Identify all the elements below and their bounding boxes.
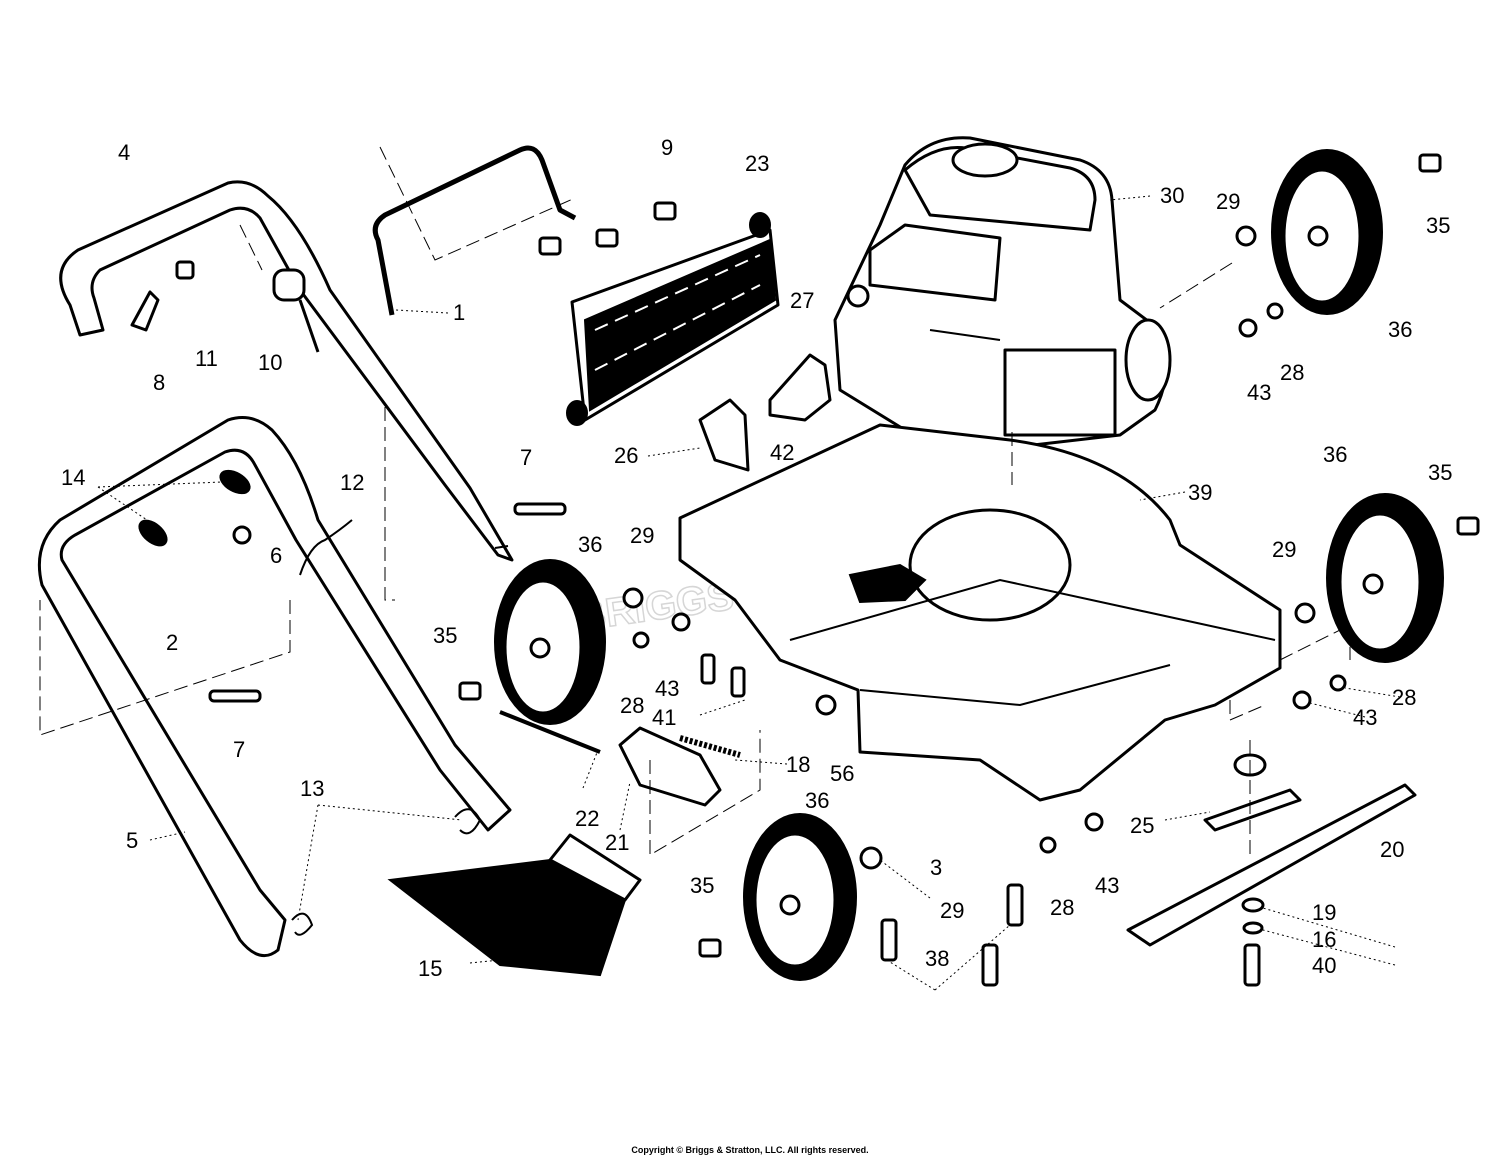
copyright-notice: Copyright © Briggs & Stratton, LLC. All … — [631, 1145, 869, 1155]
blade-adapter — [1203, 788, 1302, 832]
assembly-guides — [39, 146, 1351, 860]
wheel-front-left — [494, 559, 606, 725]
mower-blade — [1126, 783, 1417, 947]
callout-35-mid: 35 — [433, 623, 457, 648]
callout-21: 21 — [605, 830, 629, 855]
callout-9: 9 — [661, 135, 673, 160]
callout-56: 56 — [830, 761, 854, 786]
cable-clip — [272, 268, 306, 302]
callout-6: 6 — [270, 543, 282, 568]
bracket-26 — [698, 398, 750, 472]
callout-28-right: 28 — [1392, 685, 1416, 710]
callout-42: 42 — [770, 440, 794, 465]
callout-40: 40 — [1312, 953, 1336, 978]
callout-16: 16 — [1312, 927, 1336, 952]
wheel-front-right — [743, 813, 857, 981]
callout-27: 27 — [790, 288, 814, 313]
bracket-part — [130, 290, 160, 332]
callout-20: 20 — [1380, 837, 1404, 862]
callout-18: 18 — [786, 752, 810, 777]
mower-deck — [678, 423, 1282, 802]
callout-1: 1 — [453, 300, 465, 325]
callout-25: 25 — [1130, 813, 1154, 838]
callout-39: 39 — [1188, 480, 1212, 505]
callout-3: 3 — [930, 855, 942, 880]
upper-handle — [59, 180, 514, 562]
callout-41: 41 — [652, 705, 676, 730]
callout-10: 10 — [258, 350, 282, 375]
callout-11: 11 — [195, 346, 218, 371]
callout-35-front: 35 — [690, 873, 714, 898]
callout-5: 5 — [126, 828, 138, 853]
callout-7-lower: 7 — [233, 737, 245, 762]
callout-15: 15 — [418, 956, 442, 981]
callout-2: 2 — [166, 630, 178, 655]
callout-22: 22 — [575, 806, 599, 831]
callout-29-mid: 29 — [630, 523, 654, 548]
callout-35-right: 35 — [1428, 460, 1452, 485]
callout-29-rear: 29 — [1216, 189, 1240, 214]
callout-43-front: 43 — [1095, 873, 1119, 898]
callout-43-right: 43 — [1353, 705, 1377, 730]
wheel-rear-right — [1326, 493, 1444, 663]
callout-8: 8 — [153, 370, 165, 395]
callout-30: 30 — [1160, 183, 1184, 208]
callout-4: 4 — [118, 140, 130, 165]
callout-28-mid: 28 — [620, 693, 644, 718]
callout-36-front: 36 — [805, 788, 829, 813]
callout-43-mid: 43 — [655, 676, 679, 701]
callout-labels: 1 2 3 4 5 6 7 7 8 9 10 11 12 13 14 15 16… — [61, 135, 1452, 981]
hardware — [208, 153, 1480, 987]
callout-35-rear: 35 — [1426, 213, 1450, 238]
callout-7-upper: 7 — [520, 445, 532, 470]
engine — [833, 136, 1172, 452]
grass-deflector — [566, 212, 780, 426]
callout-12: 12 — [340, 470, 364, 495]
callout-14: 14 — [61, 465, 85, 490]
callout-28-rear: 28 — [1280, 360, 1304, 385]
callout-26: 26 — [614, 443, 638, 468]
hinge-rod — [499, 710, 601, 754]
callout-38: 38 — [925, 946, 949, 971]
callout-13: 13 — [300, 776, 324, 801]
door-bracket — [618, 726, 722, 807]
control-bail — [372, 145, 577, 316]
lower-handle — [37, 416, 512, 958]
callout-29-right: 29 — [1272, 537, 1296, 562]
callout-43-rear: 43 — [1247, 380, 1271, 405]
discharge-chute — [387, 858, 627, 977]
callout-36-mid: 36 — [578, 532, 602, 557]
spring — [679, 735, 741, 758]
callout-36-rear: 36 — [1388, 317, 1412, 342]
callout-19: 19 — [1312, 900, 1336, 925]
callout-29-front: 29 — [940, 898, 964, 923]
bracket-27 — [768, 353, 832, 422]
callout-28-front: 28 — [1050, 895, 1074, 920]
wheel-rear-left — [1271, 149, 1383, 315]
leader-lines — [97, 195, 1401, 991]
callout-36-right: 36 — [1323, 442, 1347, 467]
callout-23: 23 — [745, 151, 769, 176]
